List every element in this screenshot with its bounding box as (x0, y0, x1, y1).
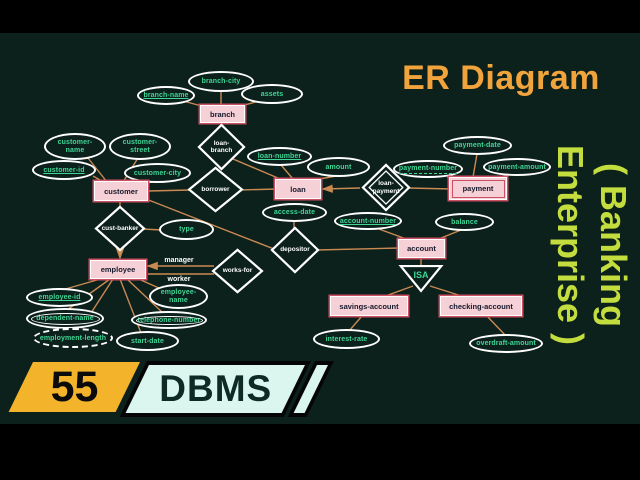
role-label-worker: worker (167, 276, 191, 283)
entity-loan: loan (275, 179, 321, 199)
attribute-payment-amount: payment-amount (483, 158, 551, 176)
relationship-loan-payment: loan- payment (362, 164, 410, 211)
attribute-assets: assets (241, 84, 303, 104)
attribute-overdraft-amount-label: overdraft-amount (476, 340, 536, 347)
entity-employee-label: employee (100, 265, 136, 274)
entity-branch-label: branch (209, 109, 235, 119)
attribute-employee-name-label: employee- name (160, 288, 197, 304)
attribute-payment-date: payment-date (443, 136, 512, 155)
relationship-depositor: depositor (271, 227, 319, 273)
relationship-borrower-label: borrower (201, 185, 230, 193)
attribute-interest-rate-label: interest-rate (325, 335, 368, 343)
entity-account: account (398, 239, 445, 258)
attribute-employment-length: employment-length (33, 328, 113, 348)
episode-number: 55 (50, 362, 99, 411)
entity-customer: customer (94, 181, 148, 201)
entity-customer-label: customer (104, 186, 138, 196)
series-name: DBMS (158, 368, 272, 409)
attribute-employment-length-label: employment-length (39, 334, 107, 342)
attribute-customer-city-label: customer-city (133, 169, 182, 177)
entity-checking-account: checking-account (440, 296, 522, 316)
attribute-customer-id-label: customer-id (43, 166, 85, 174)
attribute-balance-label: balance (451, 218, 478, 226)
entity-account-label: account (407, 244, 436, 253)
entity-savings-account: savings-account (330, 296, 408, 316)
attribute-telephone-number: telephone-number (131, 311, 207, 329)
attribute-employee-id: employee-id (26, 288, 93, 307)
attribute-loan-number-label: loan-number (257, 153, 302, 160)
attribute-payment-amount-label: payment-amount (488, 163, 546, 171)
attribute-branch-name-label: branch-name (143, 92, 189, 99)
relationship-loan-branch: loan- branch (198, 124, 245, 170)
attribute-payment-number-label: payment-number (398, 164, 458, 174)
relationship-cust-banker-label: cust-banker (101, 224, 139, 232)
attribute-start-date-label: start-date (131, 337, 164, 345)
attribute-customer-street-label: customer- street (122, 138, 158, 154)
role-label-manager: manager (164, 257, 194, 264)
relationship-works-for-label: works-for (222, 267, 253, 275)
attribute-dependent-name: dependent-name (26, 308, 104, 329)
isa-label: ISA (413, 270, 429, 280)
attribute-employee-name: employee- name (149, 284, 208, 309)
attribute-customer-id: customer-id (32, 160, 96, 180)
attribute-account-number: account-number (334, 212, 402, 230)
attribute-customer-name: customer- name (44, 133, 106, 160)
attribute-overdraft-amount: overdraft-amount (469, 334, 543, 353)
attribute-interest-rate: interest-rate (313, 329, 380, 349)
attribute-customer-street: customer- street (109, 133, 171, 160)
entity-loan-label: loan (290, 184, 306, 194)
attribute-type-label: type (179, 226, 194, 233)
side-banner: ( Banking Enterprise ) (539, 115, 635, 375)
attribute-customer-name-label: customer- name (57, 138, 93, 154)
entity-savings-account-label: savings-account (339, 301, 399, 311)
side-banner-line2: Enterprise ) (549, 144, 591, 346)
attribute-access-date: access-date (262, 203, 327, 222)
attribute-amount-label: amount (325, 163, 352, 171)
isa-triangle: ISA (399, 265, 443, 292)
relationship-cust-banker: cust-banker (95, 206, 145, 251)
page-title: ER Diagram (402, 59, 600, 97)
attribute-customer-city: customer-city (124, 163, 191, 183)
relationship-depositor-label: depositor (280, 246, 310, 254)
side-banner-line1: ( Banking (593, 162, 634, 327)
attribute-account-number-label: account-number (339, 217, 397, 225)
attribute-type: type (159, 219, 214, 240)
attribute-dependent-name-label: dependent-name (36, 315, 94, 322)
relationship-loan-branch-label: loan- branch (210, 139, 233, 154)
entity-branch: branch (200, 105, 245, 123)
attribute-assets-label: assets (260, 90, 284, 98)
attribute-payment-date-label: payment-date (454, 142, 501, 149)
entity-checking-account-label: checking-account (449, 301, 513, 311)
relationship-works-for: works-for (212, 249, 263, 293)
attribute-branch-city: branch-city (188, 71, 254, 92)
attribute-balance: balance (435, 213, 494, 231)
attribute-employee-id-label: employee-id (38, 294, 81, 301)
attribute-start-date: start-date (116, 331, 179, 351)
attribute-loan-number: loan-number (247, 147, 312, 166)
relationship-borrower: borrower (188, 167, 243, 212)
entity-payment: payment (449, 177, 507, 200)
attribute-payment-number: payment-number (393, 160, 463, 178)
attribute-telephone-number-label: telephone-number (137, 316, 201, 324)
entity-payment-label: payment (462, 184, 494, 193)
series-badge: DBMS (125, 365, 305, 413)
relationship-loan-payment-label: loan- payment (372, 180, 400, 195)
attribute-amount: amount (307, 157, 370, 177)
attribute-branch-name: branch-name (137, 86, 195, 105)
entity-employee: employee (90, 260, 146, 279)
attribute-access-date-label: access-date (273, 209, 316, 216)
attribute-branch-city-label: branch-city (201, 78, 241, 85)
